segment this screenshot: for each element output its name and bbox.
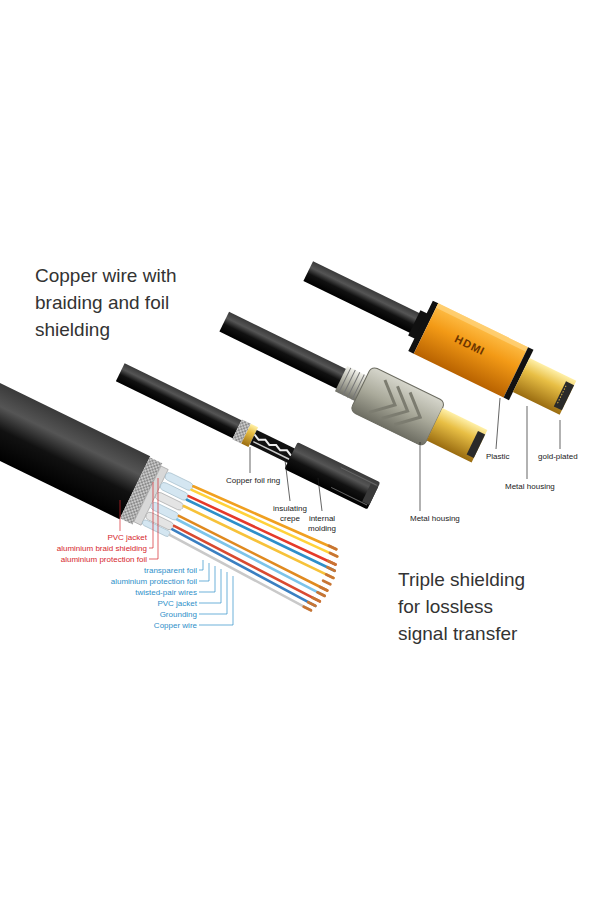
- plug-opening: [554, 381, 574, 410]
- brand-logo: HDMI: [453, 333, 487, 358]
- part-label: Grounding: [160, 610, 197, 620]
- cable-jacket: [219, 312, 354, 393]
- part-label: aluminium protection foil: [61, 555, 147, 565]
- headline: Copper wire with braiding and foil shiel…: [35, 262, 213, 343]
- part-label: twisted-pair wires: [135, 588, 197, 598]
- blue-leaders: [199, 560, 233, 625]
- copper-tips: [300, 546, 345, 613]
- part-label: PVC jacket: [107, 533, 147, 543]
- part-label: Metal housing: [410, 514, 460, 524]
- part-label: internal molding: [300, 514, 344, 533]
- pvc-jacket: [0, 355, 150, 520]
- cable-jacket: [116, 363, 242, 438]
- plug-opening: [467, 431, 486, 458]
- twisted-pairs: [141, 471, 194, 537]
- part-label: transparent foil: [144, 566, 197, 576]
- part-label: PVC jacket: [157, 599, 197, 609]
- plug-pins: [557, 386, 566, 404]
- inner-wires: [253, 442, 289, 460]
- part-label: Copper wire: [154, 621, 197, 631]
- plug-opening: [362, 483, 378, 504]
- gold-plug: [513, 358, 576, 415]
- headline: Triple shielding for lossless signal tra…: [398, 566, 546, 647]
- cable-jacket: [303, 261, 425, 336]
- cable-cross-section: [0, 355, 346, 615]
- hdmi-cable-orange: [296, 246, 580, 423]
- part-label: Copper foil ring: [226, 476, 280, 486]
- part-label: gold-plated: [538, 452, 578, 462]
- part-label: aluminium braid shielding: [57, 544, 147, 554]
- housing-grip: [369, 380, 428, 433]
- hdmi-cable-grey: [213, 299, 490, 468]
- part-label: Metal housing: [505, 482, 555, 492]
- part-label: insulating crepe: [268, 504, 312, 523]
- gold-plug: [427, 408, 488, 462]
- plug-molding: [284, 442, 380, 509]
- part-label: aluminium protection foil: [111, 577, 197, 587]
- internal-molding: [250, 430, 297, 464]
- black-leaders: [250, 398, 560, 511]
- part-label: Plastic: [486, 452, 510, 462]
